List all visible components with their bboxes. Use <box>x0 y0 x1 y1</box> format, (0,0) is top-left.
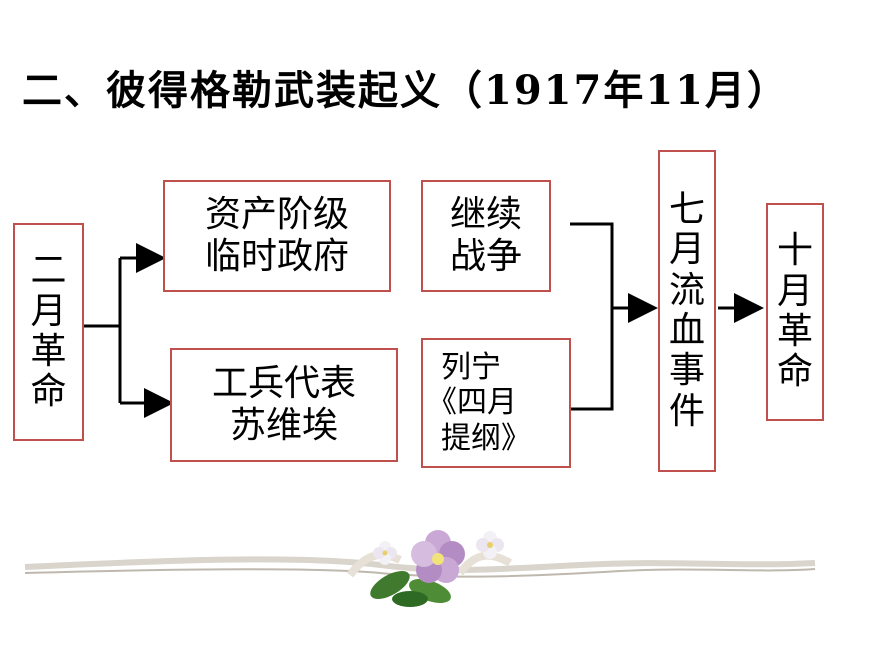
node-provisional-gov-line1: 资产阶级 <box>204 193 349 235</box>
node-october-revolution-label: 十月革命 <box>777 230 814 393</box>
node-soviets-line2: 苏维埃 <box>229 405 338 446</box>
node-lenin-theses-line3: 提纲》 <box>441 420 531 456</box>
node-october-revolution: 十月革命 <box>766 203 824 421</box>
node-lenin-theses-line2: 《四月 <box>427 385 517 421</box>
node-lenin-theses: 列宁 《四月 提纲》 <box>421 338 571 468</box>
leaf-icon <box>370 571 451 607</box>
node-soviets: 工兵代表 苏维埃 <box>170 348 398 462</box>
node-july-days-label: 七月流血事件 <box>669 189 706 432</box>
flower-icon <box>411 530 465 583</box>
node-feb-revolution: 二月革命 <box>13 223 84 441</box>
node-july-days: 七月流血事件 <box>658 150 716 472</box>
connector-feb-branch <box>84 258 122 403</box>
small-flower-icon <box>373 541 397 565</box>
connector-war-lenin-merge <box>570 222 614 411</box>
flower-ribbon-decoration <box>24 530 816 607</box>
node-lenin-theses-line1: 列宁 <box>441 349 501 385</box>
node-continue-war: 继续 战争 <box>421 180 551 292</box>
node-continue-war-line1: 继续 <box>449 193 522 235</box>
node-soviets-line1: 工兵代表 <box>211 362 356 404</box>
node-feb-revolution-label: 二月革命 <box>30 250 67 413</box>
node-provisional-gov: 资产阶级 临时政府 <box>163 180 391 292</box>
node-provisional-gov-line2: 临时政府 <box>204 236 349 277</box>
small-flower-icon <box>476 531 504 559</box>
page-title: 二、彼得格勒武装起义（1917年11月） <box>22 67 789 114</box>
node-continue-war-line2: 战争 <box>449 236 522 277</box>
